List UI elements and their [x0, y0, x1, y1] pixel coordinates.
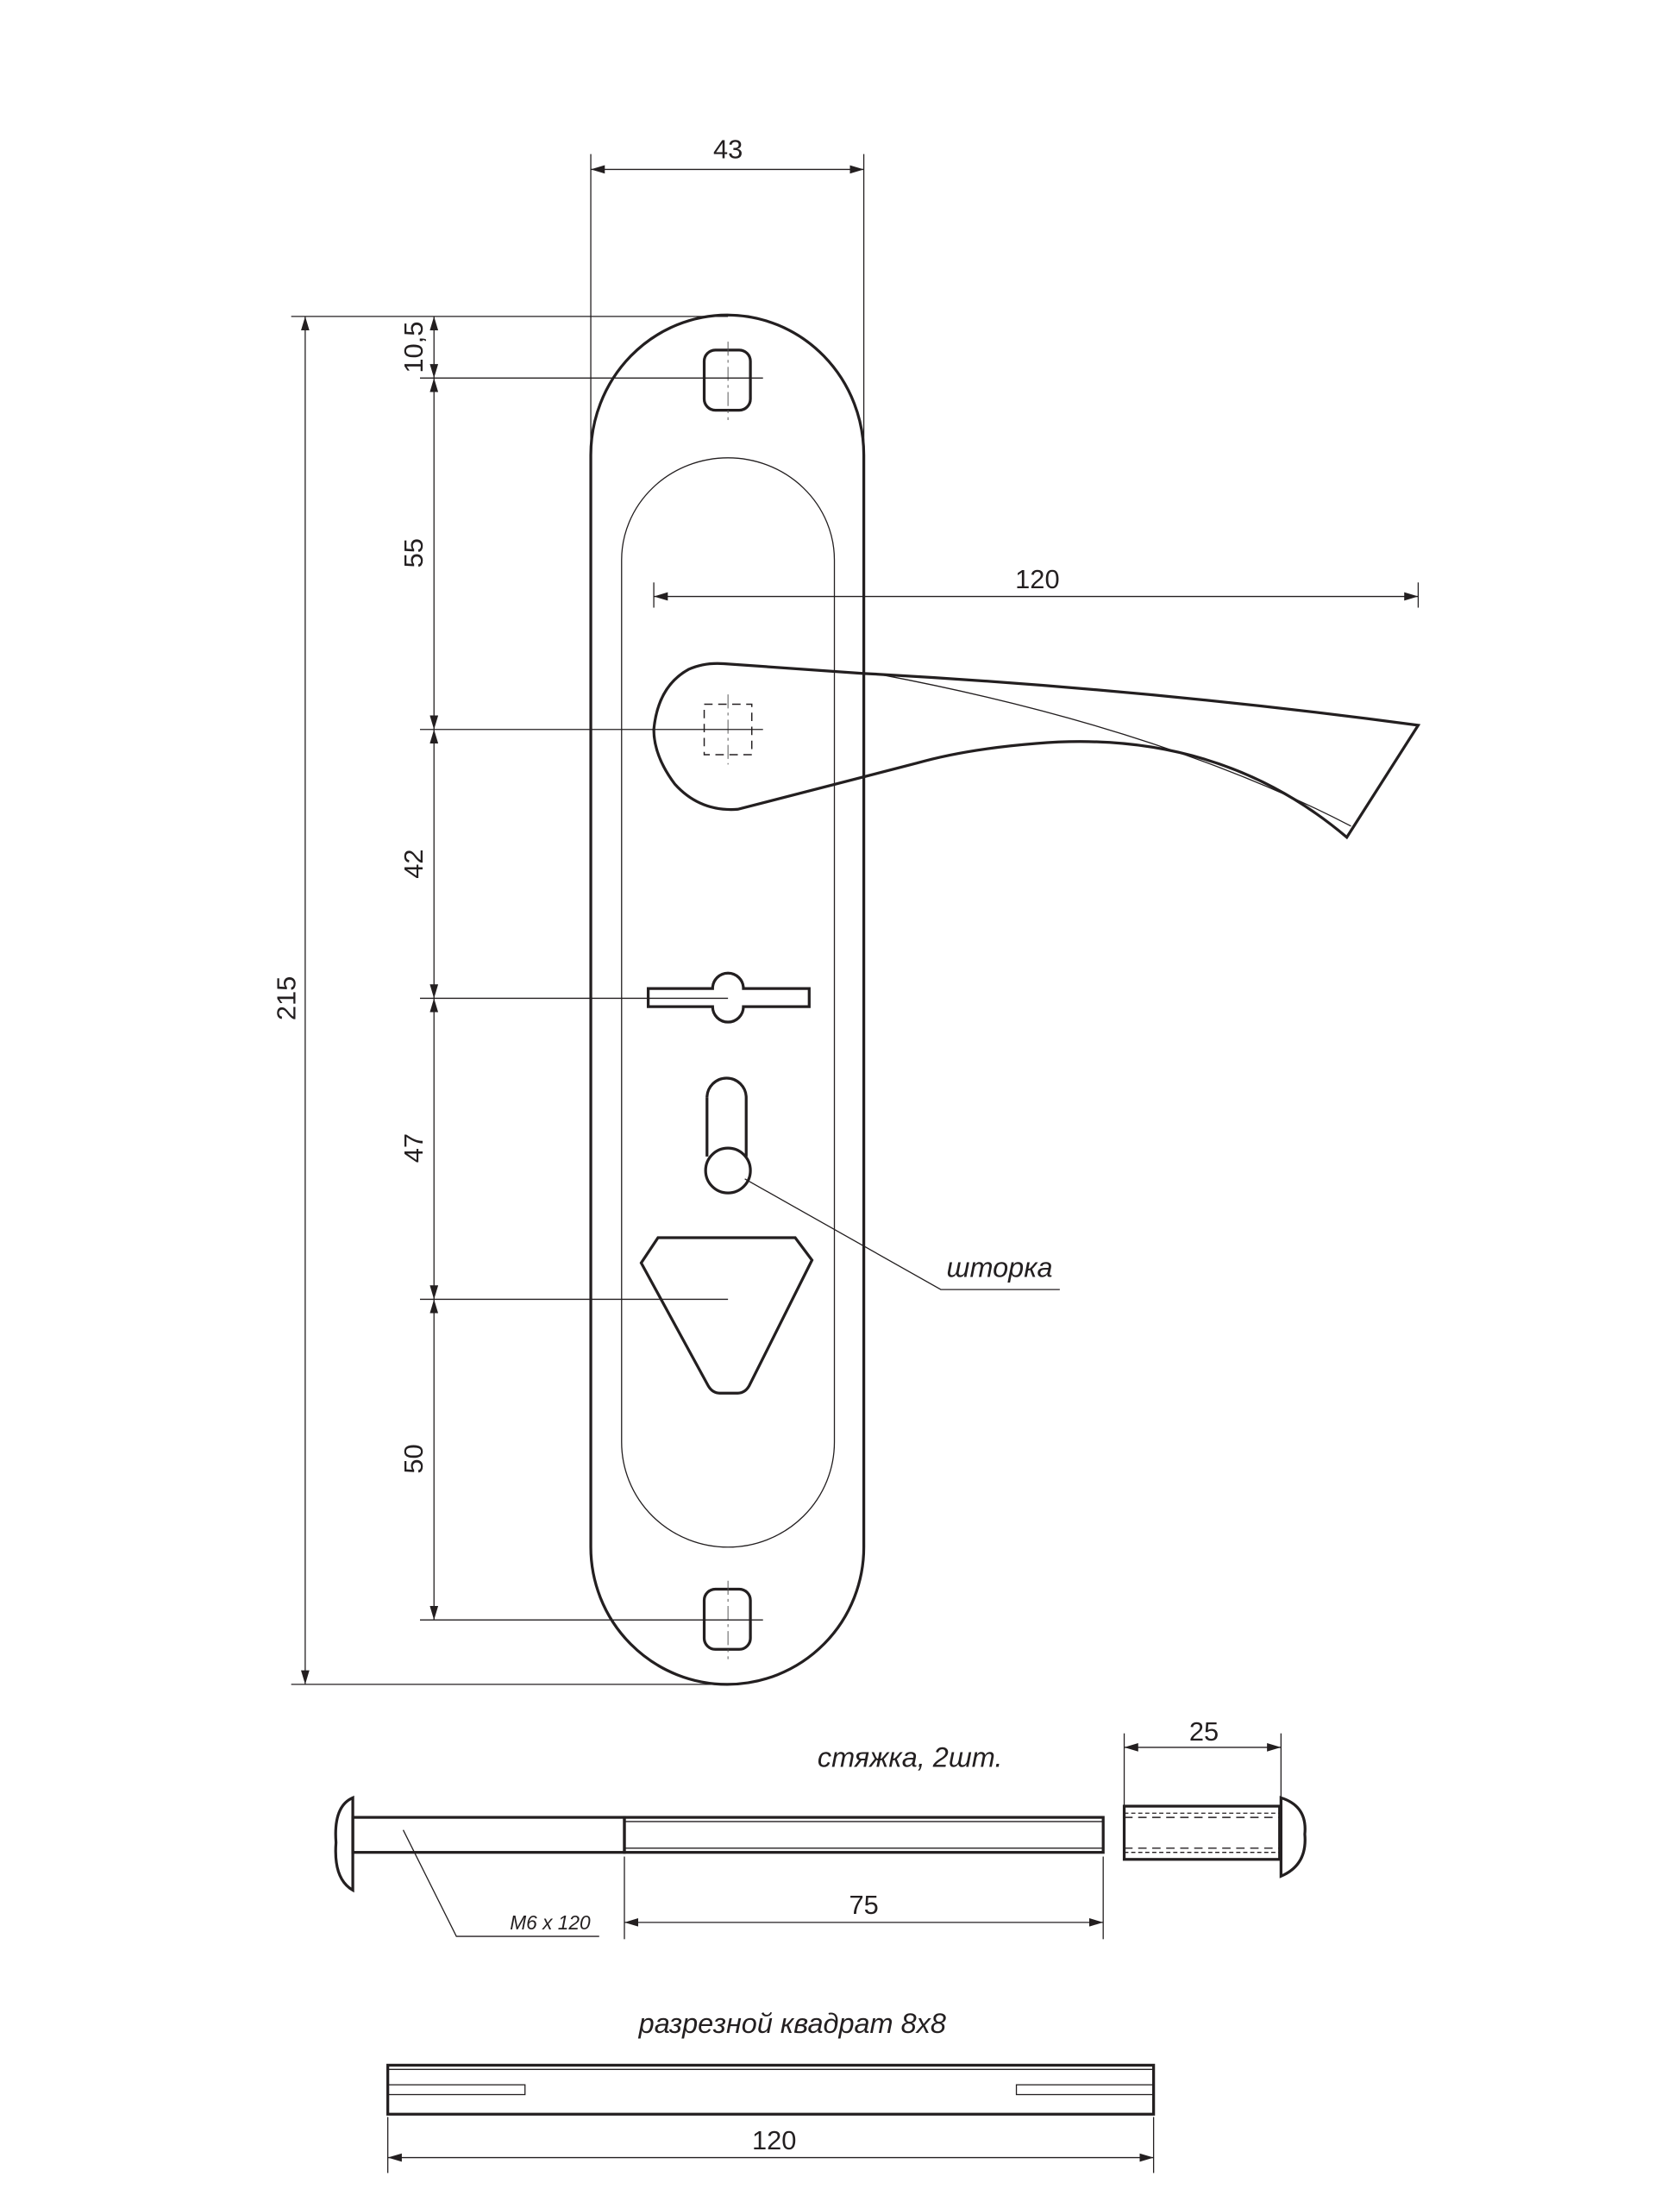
latch-slot — [646, 971, 811, 1024]
shutter-slot — [705, 1076, 748, 1157]
top-screw-hole — [702, 348, 752, 412]
escutcheon-plate — [589, 313, 866, 1686]
dim-label: 55 — [398, 538, 429, 568]
shutter-label: шторка — [947, 1251, 1053, 1283]
dim-label: 120 — [752, 2125, 796, 2155]
shutter-knob — [704, 1146, 752, 1195]
dim-label: 42 — [398, 849, 429, 878]
shutter-callout: шторка — [744, 1178, 1060, 1290]
bolt-size-label: M6 x 120 — [510, 1911, 591, 1934]
dim-label: 215 — [272, 976, 302, 1020]
dim-label: 25 — [1189, 1716, 1219, 1747]
dim-label: 47 — [398, 1133, 429, 1163]
keyhole — [639, 1236, 814, 1395]
split-square-spindle: разрезной квадрат 8x8 120 — [386, 2008, 1156, 2174]
dim-handle-length: 120 — [653, 564, 1420, 608]
dim-label: 50 — [398, 1444, 429, 1473]
connecting-bolt: стяжка, 2шт. M6 x 120 75 — [334, 1742, 1105, 1940]
dim-plate-width: 43 — [590, 134, 865, 455]
bottom-screw-hole — [702, 1587, 752, 1651]
bolt-label: стяжка, 2шт. — [818, 1742, 1003, 1773]
dim-label: 43 — [713, 134, 743, 164]
dim-label: 10,5 — [398, 322, 429, 373]
lever-handle — [652, 662, 1421, 840]
dim-vertical-chain: 10,5 55 42 47 50 215 — [272, 316, 763, 1685]
dim-label: 120 — [1015, 564, 1059, 594]
bolt-sleeve: 25 — [1122, 1716, 1307, 1879]
square-label: разрезной квадрат 8x8 — [638, 2008, 946, 2039]
dim-label: 75 — [849, 1890, 878, 1920]
